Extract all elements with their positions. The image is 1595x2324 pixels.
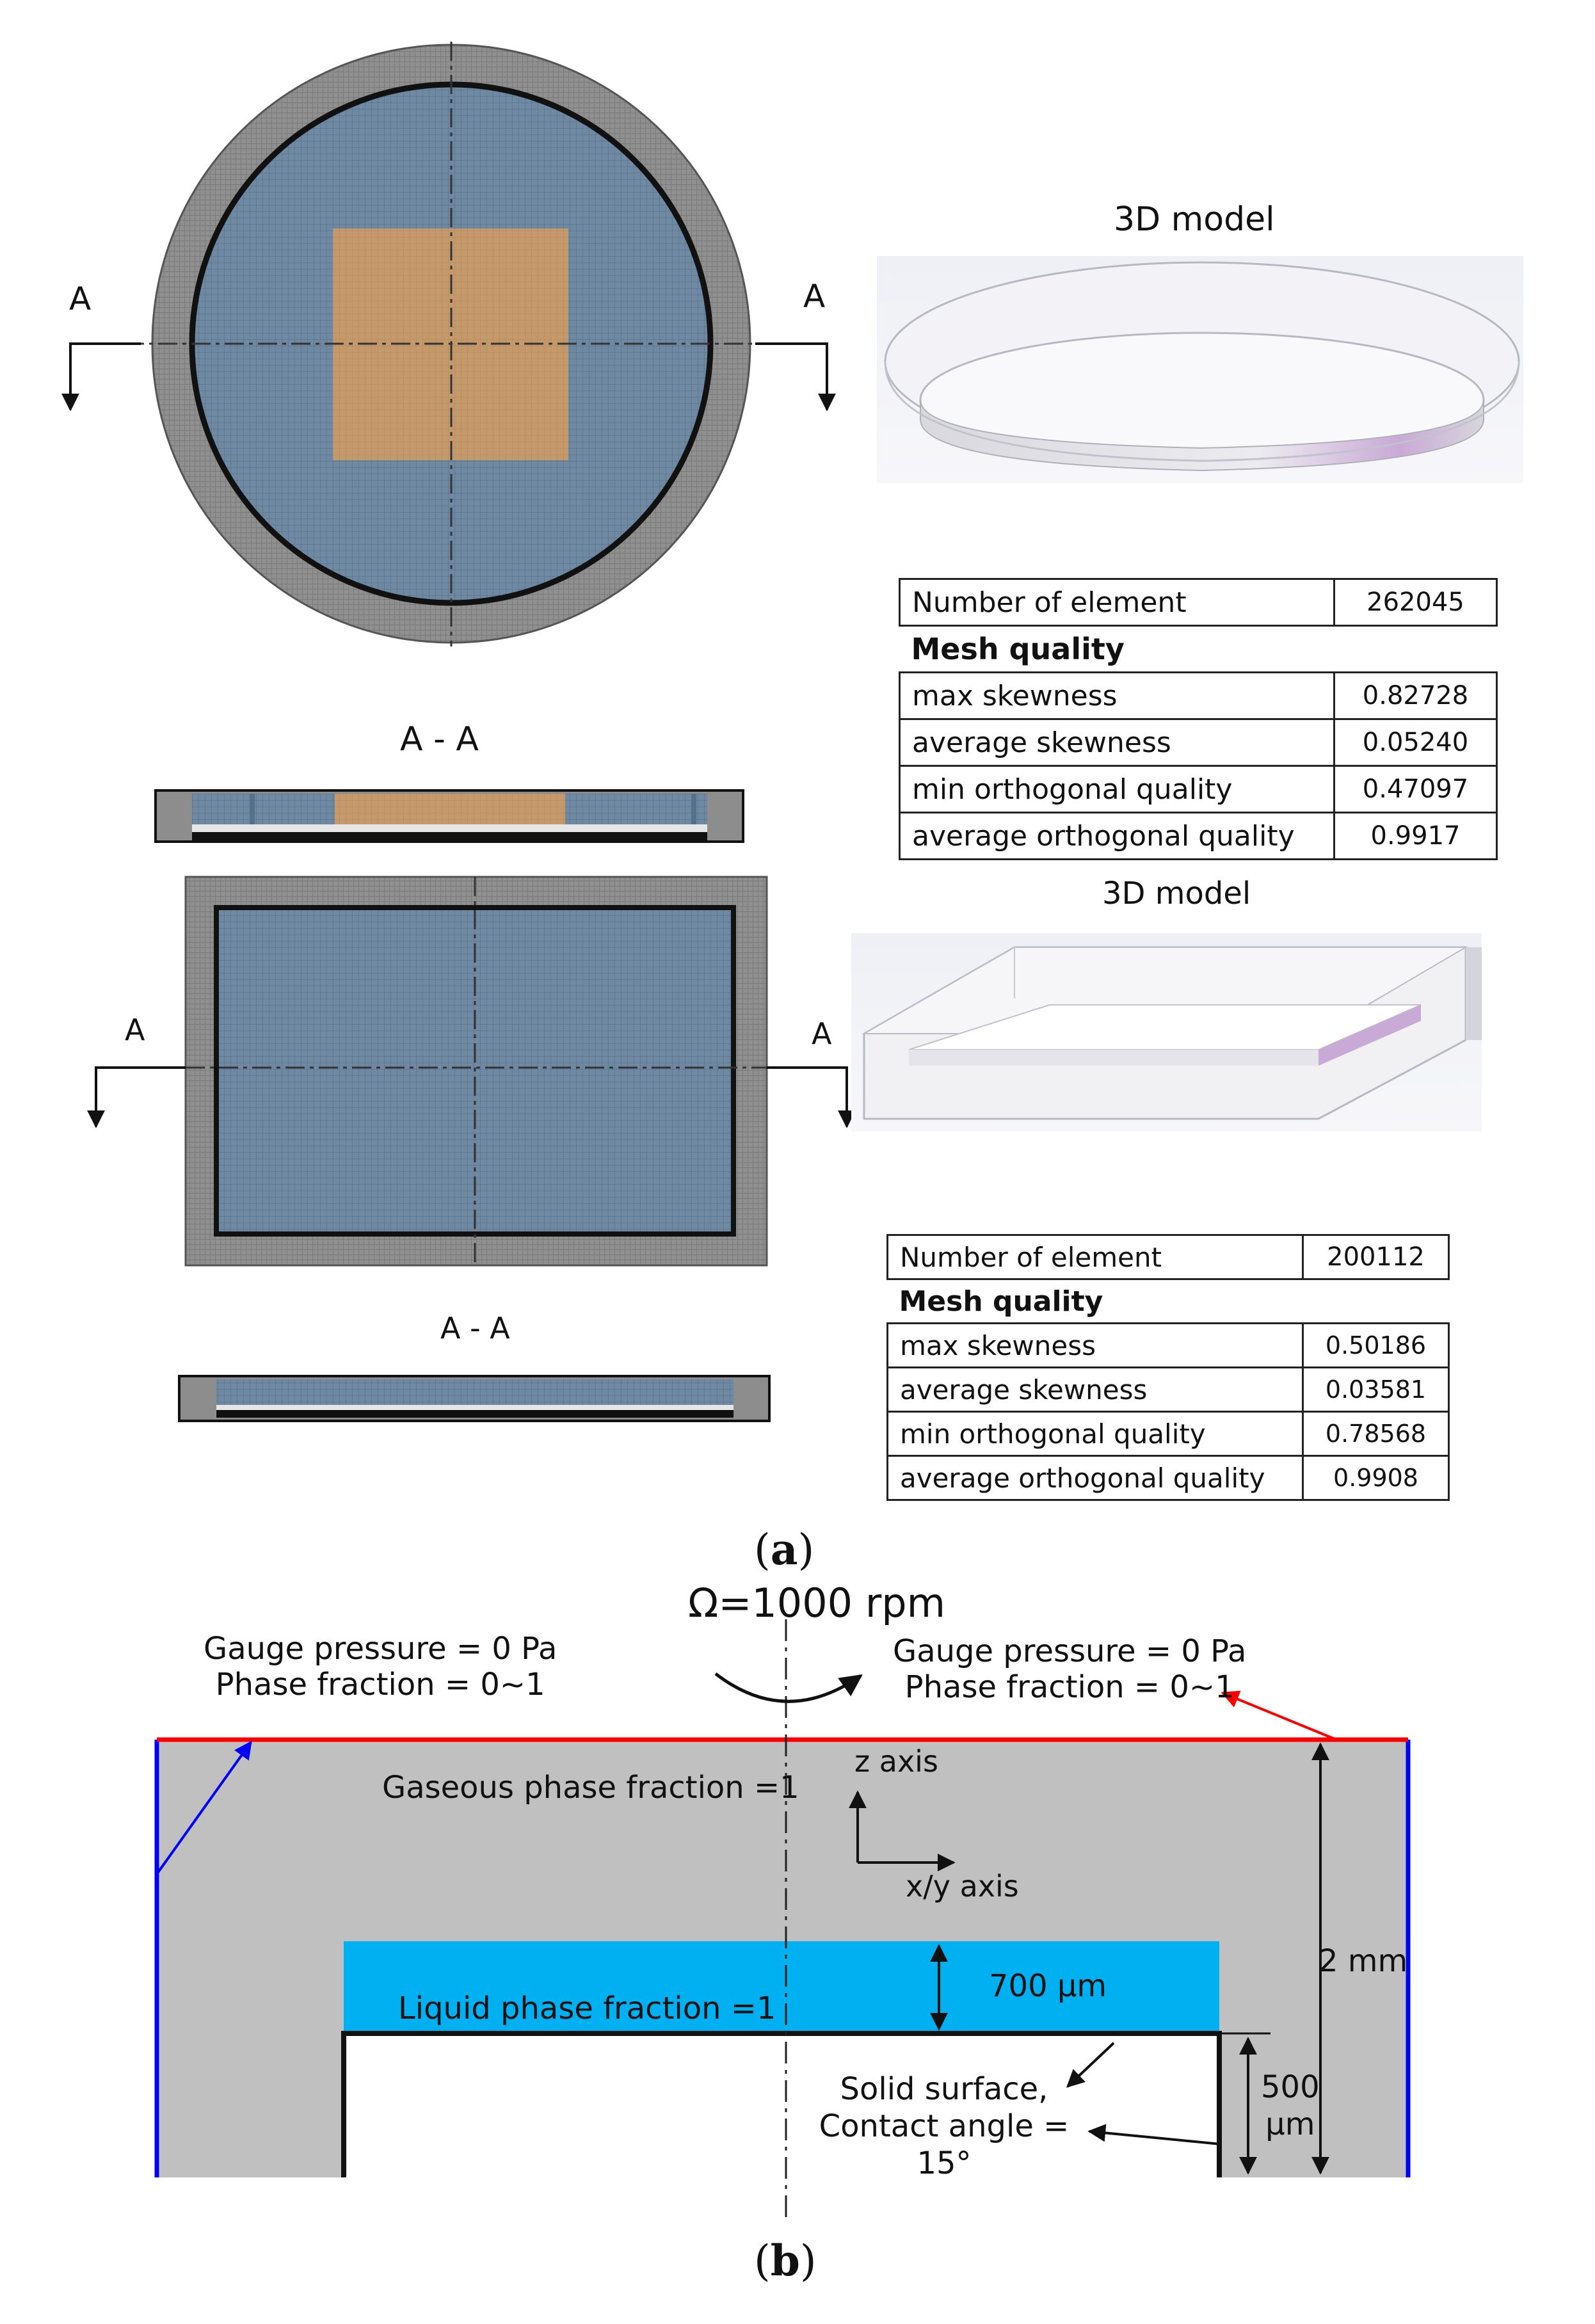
- left-bc-line1: Gauge pressure = 0 Pa: [204, 1631, 557, 1667]
- table-row: max skewness 0.50186: [886, 1322, 1450, 1368]
- rectangular-mesh-top-view: [87, 876, 856, 1267]
- quality-value: 0.50186: [1302, 1322, 1450, 1368]
- quality-value: 0.47097: [1333, 765, 1498, 813]
- quality-label: max skewness: [886, 1322, 1304, 1368]
- gas-phase-label: Gaseous phase fraction =1: [382, 1770, 799, 1806]
- table-row: min orthogonal quality 0.78568: [886, 1411, 1450, 1457]
- table-row: max skewness 0.82728: [899, 671, 1498, 720]
- quality-value: 0.82728: [1333, 671, 1498, 720]
- rect-section-marker-right: A: [812, 1016, 832, 1051]
- step-height-unit: μm: [1265, 2106, 1315, 2142]
- total-height-label: 2 mm: [1318, 1943, 1408, 1979]
- table-row: average skewness 0.03581: [886, 1366, 1450, 1413]
- solid-surface-line1: Solid surface,: [840, 2071, 1048, 2107]
- quality-value: 0.9917: [1333, 812, 1498, 860]
- rotation-arrow: [714, 1672, 863, 1703]
- liquid-phase-label: Liquid phase fraction =1: [398, 1991, 776, 2026]
- table-row: Number of element 262045: [899, 578, 1498, 627]
- step-height-value: 500: [1261, 2069, 1320, 2105]
- element-count-value: 262045: [1333, 578, 1498, 627]
- table-row: average skewness 0.05240: [899, 718, 1498, 767]
- rect-mesh-table: Number of element 200112 Mesh quality ma…: [886, 1234, 1450, 1501]
- rect-section-marker-left: A: [125, 1013, 145, 1047]
- table-row: average orthogonal quality 0.9917: [899, 812, 1498, 860]
- liquid-thickness-label: 700 μm: [989, 1968, 1107, 2004]
- rect-model-title: 3D model: [1102, 876, 1251, 911]
- right-bc-line2: Phase fraction = 0~1: [904, 1669, 1235, 1705]
- table-row: min orthogonal quality 0.47097: [899, 765, 1498, 813]
- rotation-speed-label: Ω=1000 rpm: [688, 1580, 946, 1626]
- quality-label: average orthogonal quality: [886, 1455, 1304, 1501]
- domain-schematic: [154, 1619, 1411, 2221]
- quality-label: min orthogonal quality: [886, 1411, 1304, 1457]
- quality-label: average skewness: [886, 1366, 1304, 1413]
- solid-surface-label: Solid surface, Contact angle = 15°: [794, 2071, 1094, 2182]
- table-row: Number of element 200112: [886, 1234, 1450, 1280]
- mesh-quality-header: Mesh quality: [911, 632, 1125, 666]
- solid-surface: [341, 2031, 1222, 2177]
- liquid-film: [344, 1941, 1219, 2033]
- circular-section-view: [154, 789, 744, 843]
- rectangular-section-view: [178, 1375, 771, 1422]
- quality-value: 0.9908: [1302, 1455, 1450, 1501]
- quality-value: 0.05240: [1333, 718, 1498, 767]
- circle-section-marker-left: A: [69, 280, 92, 317]
- contact-angle-line: Contact angle = 15°: [819, 2108, 1070, 2181]
- right-boundary-condition: Gauge pressure = 0 Pa Phase fraction = 0…: [893, 1633, 1246, 1705]
- mesh-quality-header: Mesh quality: [899, 1285, 1103, 1318]
- left-bc-line2: Phase fraction = 0~1: [215, 1667, 545, 1703]
- rectangular-3d-model: [851, 933, 1482, 1132]
- circular-3d-model: [877, 256, 1523, 483]
- right-bc-line1: Gauge pressure = 0 Pa: [893, 1633, 1247, 1669]
- circle-section-marker-right: A: [803, 278, 826, 315]
- circle-mesh-table: Number of element 262045 Mesh quality ma…: [899, 578, 1498, 860]
- circular-mesh-top-view: [61, 42, 836, 646]
- right-bc-pointer: [1221, 1690, 1337, 1741]
- quality-label: average orthogonal quality: [899, 812, 1335, 860]
- quality-label: min orthogonal quality: [899, 765, 1335, 813]
- step-height-label: 500 μm: [1261, 2069, 1320, 2143]
- table-row: average orthogonal quality 0.9908: [886, 1455, 1450, 1501]
- quality-label: average skewness: [899, 718, 1335, 767]
- xy-axis-label: x/y axis: [906, 1869, 1019, 1903]
- circle-model-title: 3D model: [1114, 200, 1275, 239]
- left-boundary-condition: Gauge pressure = 0 Pa Phase fraction = 0…: [204, 1631, 557, 1703]
- element-count-label: Number of element: [899, 578, 1335, 627]
- quality-value: 0.03581: [1302, 1366, 1450, 1413]
- left-bc-pointer: [156, 1740, 252, 1875]
- rect-section-title: A - A: [440, 1311, 510, 1345]
- z-axis-label: z axis: [854, 1744, 938, 1779]
- panel-label-b: (b): [754, 2236, 817, 2286]
- panel-label-a: (a): [754, 1525, 815, 1575]
- quality-label: max skewness: [899, 671, 1335, 720]
- contact-angle-pointer: [1087, 2124, 1221, 2145]
- circle-section-title: A - A: [400, 720, 479, 758]
- quality-value: 0.78568: [1302, 1411, 1450, 1457]
- solid-surface-pointer: [1066, 2042, 1115, 2088]
- element-count-value: 200112: [1302, 1234, 1450, 1280]
- element-count-label: Number of element: [886, 1234, 1304, 1280]
